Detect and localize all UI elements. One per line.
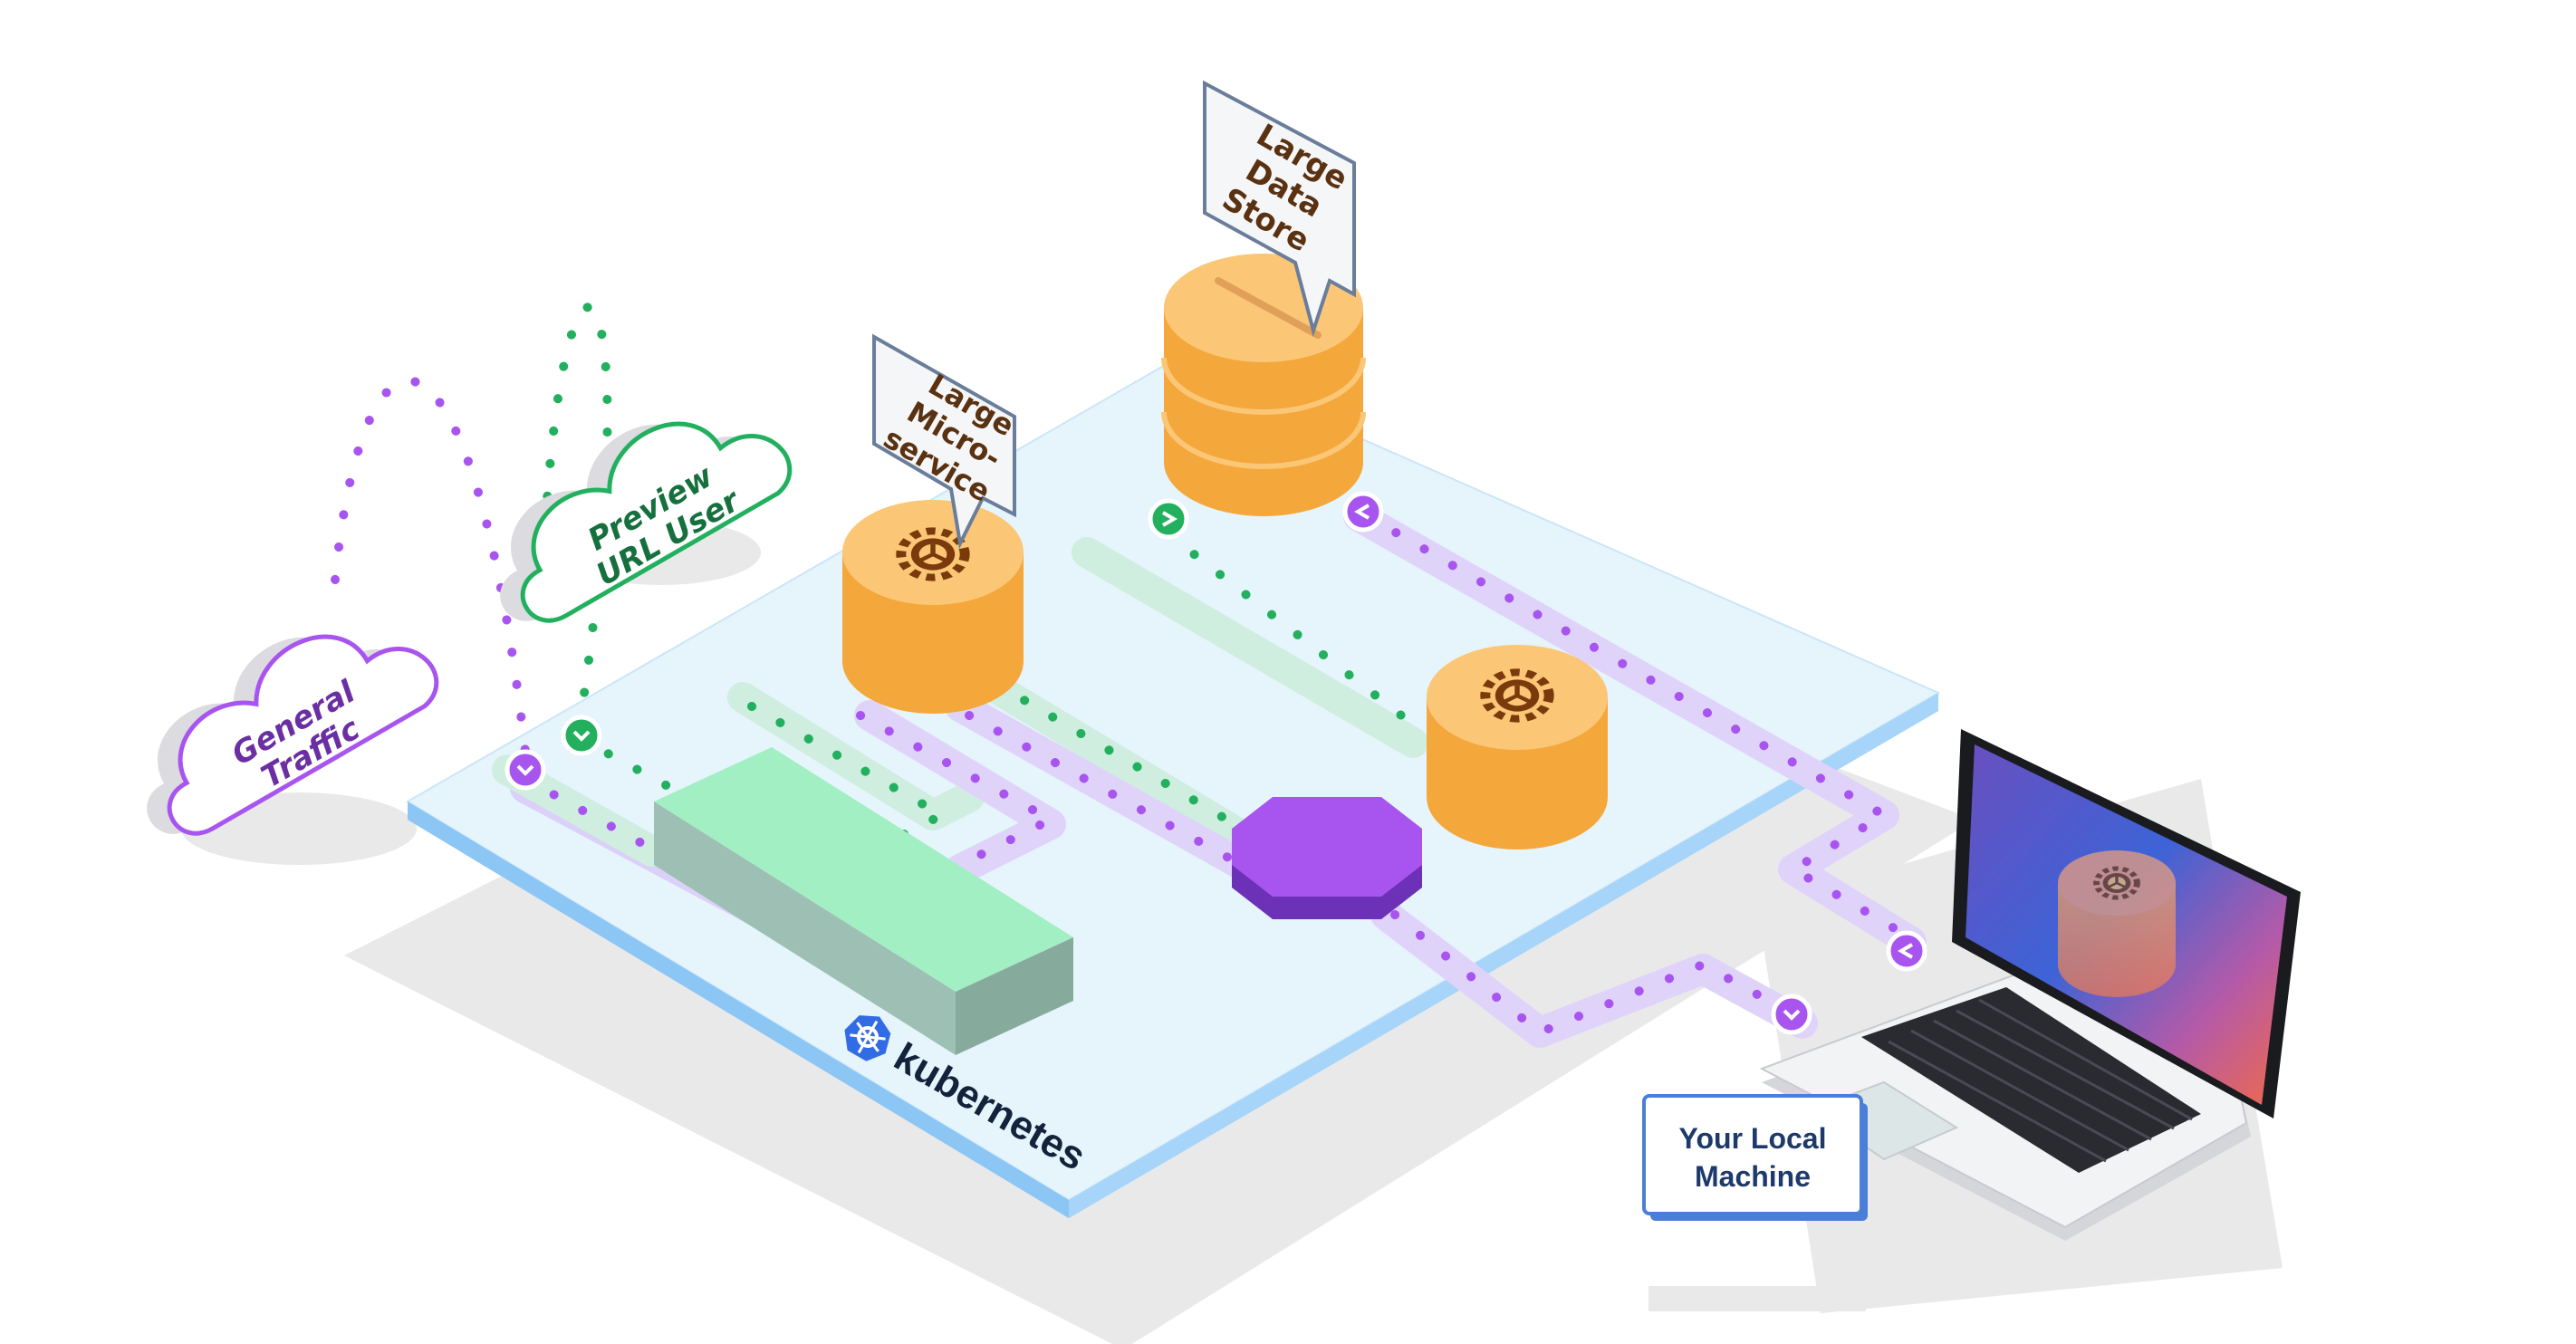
chevron-icon bbox=[561, 715, 602, 756]
cloud-preview-url-user: Preview URL User bbox=[500, 421, 793, 623]
local-machine-label: Your Local Machine bbox=[1642, 1094, 1868, 1221]
chevron-icon bbox=[1148, 498, 1189, 540]
local-machine-line-1: Your Local bbox=[1679, 1122, 1827, 1155]
service-router bbox=[1232, 797, 1422, 919]
datastore-cylinder bbox=[1161, 254, 1366, 516]
keyboard bbox=[1861, 987, 2201, 1173]
purple-route-datastore-local bbox=[1363, 512, 1907, 937]
ghost-cylinder bbox=[2058, 850, 2176, 997]
chevron-icon bbox=[1771, 994, 1812, 1035]
chevron-icon bbox=[1342, 491, 1384, 533]
microservice-cylinder bbox=[842, 500, 1024, 714]
cloud-general-traffic: General Traffic bbox=[147, 634, 439, 836]
purple-route-center bbox=[965, 711, 1254, 874]
chevron-icon bbox=[505, 749, 546, 791]
green-route-main bbox=[575, 734, 684, 797]
green-route-datastore bbox=[1164, 530, 1418, 729]
local-machine-line-2: Machine bbox=[1695, 1160, 1811, 1193]
service-cylinder bbox=[1427, 645, 1608, 850]
gateway-block bbox=[654, 747, 1073, 1055]
kubernetes-logo-icon bbox=[844, 1015, 891, 1061]
chevron-icon bbox=[1886, 930, 1927, 972]
laptop bbox=[1759, 729, 2301, 1241]
route-markers bbox=[505, 491, 1927, 1035]
